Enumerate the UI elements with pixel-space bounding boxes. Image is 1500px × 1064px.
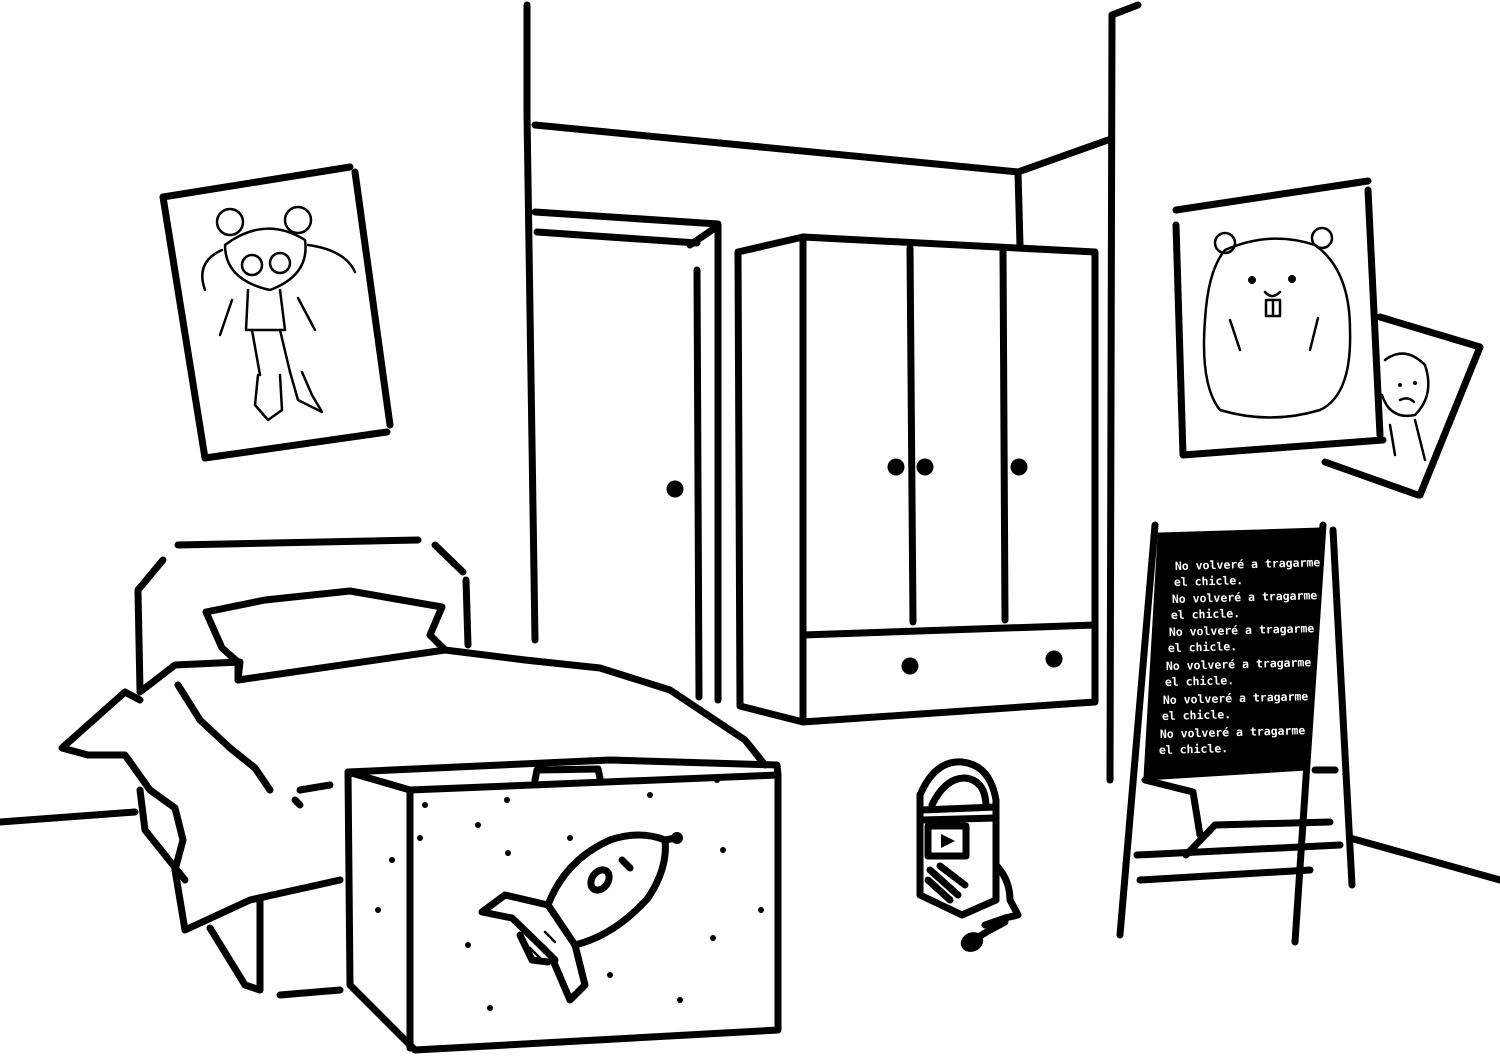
blanket xyxy=(58,646,769,934)
chalk-line: No volveré a tragarme xyxy=(1160,723,1306,741)
wardrobe-knob[interactable] xyxy=(916,458,934,476)
chalk-line: el chicle. xyxy=(1168,639,1238,655)
paper-drawing xyxy=(1321,313,1484,499)
door[interactable] xyxy=(531,208,722,704)
chalk-line: No volveré a tragarme xyxy=(1175,555,1321,573)
pillow xyxy=(202,587,449,684)
bed[interactable] xyxy=(58,536,769,999)
speaker-screen xyxy=(924,822,970,860)
drawer-knob[interactable] xyxy=(901,657,919,675)
play-icon[interactable] xyxy=(941,834,955,848)
chalk-line: No volveré a tragarme xyxy=(1172,588,1318,606)
chalk-line: el chicle. xyxy=(1174,573,1244,589)
drawer-knob[interactable] xyxy=(1045,650,1063,668)
door-knob[interactable] xyxy=(666,480,684,498)
hamster-illustration xyxy=(1202,226,1352,419)
chalk-line: el chicle. xyxy=(1159,741,1229,757)
chalk-line: No volveré a tragarme xyxy=(1166,655,1312,673)
chalkboard-easel[interactable]: No volveré a tragarme el chicle. No volv… xyxy=(1116,521,1356,946)
chalkboard xyxy=(1143,527,1325,781)
wardrobe-knob[interactable] xyxy=(887,458,905,476)
wardrobe-knob[interactable] xyxy=(1010,458,1028,476)
chest-dots xyxy=(375,777,764,1011)
rocket-icon xyxy=(478,831,683,1004)
chalk-line: el chicle. xyxy=(1165,673,1235,689)
chalkboard-text: No volveré a tragarme el chicle. No volv… xyxy=(1159,555,1321,757)
chalk-line: No volveré a tragarme xyxy=(1169,621,1315,639)
poster-girl xyxy=(159,163,394,462)
room-walls xyxy=(0,1,1500,884)
microphone-icon[interactable] xyxy=(960,918,1009,952)
poster-hamster xyxy=(1172,177,1387,459)
speaker[interactable] xyxy=(916,758,1022,952)
girl-illustration xyxy=(201,205,357,422)
wardrobe[interactable] xyxy=(734,233,1099,726)
chalk-line: el chicle. xyxy=(1162,707,1232,723)
chalk-line: No volveré a tragarme xyxy=(1163,689,1309,707)
toy-chest[interactable] xyxy=(344,756,782,1054)
chalk-line: el chicle. xyxy=(1171,606,1241,622)
